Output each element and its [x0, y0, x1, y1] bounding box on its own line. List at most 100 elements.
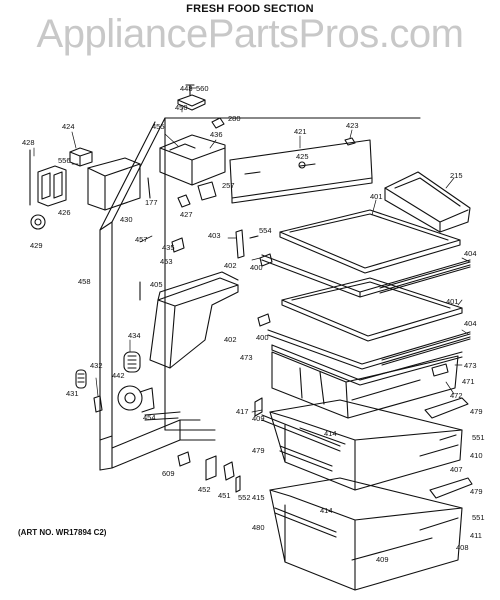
callout: 423	[346, 121, 359, 130]
callout: 453	[160, 257, 173, 266]
cabinet-liner	[99, 117, 421, 471]
part-409-crisper-rail	[261, 414, 341, 452]
callout: 609	[162, 469, 175, 478]
part-400-lower-clip	[257, 313, 271, 327]
callout: 414	[324, 429, 337, 438]
callout: 424	[62, 122, 75, 131]
part-454-trim	[144, 411, 181, 421]
callout: 430	[120, 215, 133, 224]
callout: 551	[472, 513, 485, 522]
callout: 556	[58, 156, 71, 165]
callout: 177	[145, 198, 158, 207]
part-442-fan	[117, 385, 143, 411]
callout: 479	[252, 446, 265, 455]
part-421-panel	[229, 139, 373, 204]
callout: 435	[162, 243, 175, 252]
part-257	[197, 181, 217, 201]
callout: 432	[90, 361, 103, 370]
part-431-vent	[75, 369, 87, 389]
part-280	[211, 117, 225, 129]
part-436-control-housing	[159, 134, 226, 186]
callout: 401	[446, 297, 459, 306]
part-472	[431, 363, 449, 377]
callout: 280	[228, 114, 241, 123]
callout: 426	[58, 208, 71, 217]
callout: 448	[180, 84, 193, 93]
callout: 405	[150, 280, 163, 289]
callout: 414	[320, 506, 333, 515]
part-434-vent	[123, 351, 141, 373]
callout: 400	[256, 333, 269, 342]
part-404-lower-frame	[267, 329, 471, 370]
part-401-upper-shelf	[279, 209, 461, 274]
part-451	[223, 461, 235, 481]
part-450-bracket	[177, 84, 206, 111]
callout: 257	[222, 181, 235, 190]
callout: 421	[294, 127, 307, 136]
part-479-crisper-slide	[279, 397, 469, 472]
part-473-crisper-cover	[271, 344, 463, 386]
callout: 215	[450, 171, 463, 180]
callout: 415	[252, 493, 265, 502]
part-400-clip	[259, 253, 273, 267]
callout: 552	[238, 493, 251, 502]
section-title: FRESH FOOD SECTION	[186, 3, 314, 15]
part-429-bulb	[30, 214, 46, 230]
callout: 401	[370, 192, 383, 201]
watermark: AppliancePartsPros.com	[36, 12, 464, 56]
callout: 425	[296, 152, 309, 161]
callout: 452	[198, 485, 211, 494]
part-404-upper-frame	[261, 254, 471, 298]
part-410-crisper-front	[419, 444, 459, 457]
callout: 410	[470, 451, 483, 460]
callout: 560	[196, 84, 209, 93]
callout-labels: 448 560 450 455 436 280 421 423 424 428 …	[22, 84, 485, 564]
part-423	[344, 137, 356, 146]
callout: 455	[152, 122, 165, 131]
callout: 450	[175, 103, 188, 112]
part-552	[235, 475, 241, 493]
callout: 431	[66, 389, 79, 398]
callout: 409	[376, 555, 389, 564]
part-452	[205, 455, 217, 481]
callout: 473	[464, 361, 477, 370]
callout: 409	[252, 414, 265, 423]
part-471-drawer-top	[271, 351, 459, 419]
part-554	[249, 235, 259, 239]
callout: 442	[112, 371, 125, 380]
callout: 417	[236, 407, 249, 416]
callout: 411	[470, 531, 482, 540]
callout: 480	[252, 523, 265, 532]
part-401-lower-shelf	[281, 277, 463, 342]
callout: 454	[143, 413, 156, 422]
part-411-lower-front	[419, 517, 459, 531]
callout: 404	[464, 249, 477, 258]
part-405-bracket-shelf	[149, 271, 239, 369]
callout: 451	[218, 491, 231, 500]
callout: 472	[450, 391, 463, 400]
callout: 400	[250, 263, 263, 272]
callout: 458	[78, 277, 91, 286]
callout: 479	[470, 407, 483, 416]
part-435	[171, 237, 185, 253]
callout: 429	[30, 241, 43, 250]
part-609	[177, 451, 191, 467]
callout: 427	[180, 210, 193, 219]
part-424-switch	[69, 147, 93, 167]
part-432	[93, 395, 103, 413]
part-426-light-socket	[37, 165, 67, 207]
callout: 554	[259, 226, 272, 235]
art-number: (ART NO. WR17894 C2)	[18, 528, 107, 537]
callout: 407	[450, 465, 463, 474]
part-430-shield	[87, 157, 141, 211]
callout: 403	[208, 231, 221, 240]
callout: 408	[456, 543, 469, 552]
callout: 402	[224, 335, 237, 344]
callout: 428	[22, 138, 35, 147]
callout: 457	[135, 235, 148, 244]
part-403-rail	[235, 229, 245, 259]
part-407-crisper-drawer-upper	[269, 399, 463, 491]
part-177	[147, 177, 151, 199]
